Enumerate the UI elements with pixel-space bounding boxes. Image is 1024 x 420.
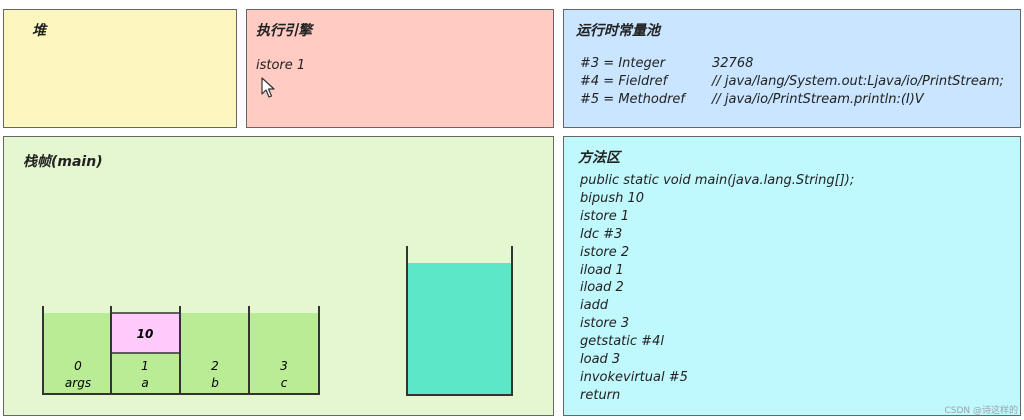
execution-engine-panel: 执行引擎 istore 1: [246, 9, 554, 128]
slot-index: 0: [74, 359, 82, 373]
mouse-pointer-icon: [261, 77, 275, 98]
bytecode-line: istore 2: [580, 244, 630, 260]
watermark: CSDN @诗这样的: [944, 406, 1018, 416]
slot-index: 1: [141, 359, 149, 373]
local-variable-table: 10 0 args 1 a 2 b 3 c: [42, 306, 320, 395]
execution-engine-title: 执行引擎: [256, 23, 312, 39]
entry-key: #3 = Integer: [580, 56, 666, 71]
operand-stack-fill: [407, 263, 512, 395]
bytecode-line: istore 1: [580, 208, 630, 224]
entry-value: // java/io/PrintStream.println:(I)V: [712, 92, 924, 107]
bytecode-line: istore 3: [580, 316, 630, 332]
slot-name: c: [281, 376, 288, 390]
current-instruction: istore 1: [256, 58, 306, 73]
bytecode-line: load 3: [580, 352, 621, 368]
heap-panel: 堆: [3, 9, 237, 128]
stack-frame-diagram: 10 0 args 1 a 2 b 3 c: [42, 246, 513, 396]
entry-value: // java/lang/System.out:Ljava/io/PrintSt…: [712, 74, 1004, 89]
slot-index: 3: [280, 359, 288, 373]
slot-name: args: [65, 376, 91, 390]
bytecode-line: getstatic #4l: [580, 334, 664, 350]
slot-name: b: [211, 376, 219, 390]
bytecode-line: iload 1: [580, 262, 624, 278]
method-area-title: 方法区: [578, 150, 620, 166]
slot-index: 2: [211, 359, 219, 373]
slot-name: a: [141, 376, 148, 390]
bytecode-line: return: [580, 387, 621, 403]
constant-pool-panel: 运行时常量池 #3 = Integer 32768 #4 = Fieldref …: [563, 9, 1021, 128]
entry-key: #4 = Fieldref: [580, 74, 668, 89]
stack-frame-title: 栈帧(main): [23, 154, 103, 170]
bytecode-line: iadd: [580, 298, 609, 314]
heap-title: 堆: [32, 23, 46, 39]
bytecode-line: ldc #3: [580, 226, 623, 242]
entry-value: 32768: [712, 56, 754, 71]
entry-key: #5 = Methodref: [580, 92, 685, 107]
bytecode-line: iload 2: [580, 280, 624, 296]
constant-pool-title: 运行时常量池: [576, 23, 660, 39]
operand-stack: [406, 246, 513, 396]
operand-stack-outline: [406, 246, 513, 396]
slot-1-value: 10: [137, 327, 154, 341]
bytecode-listing: public static void main(java.lang.String…: [580, 172, 854, 405]
stack-frame-panel: 栈帧(main) 10 0 args 1 a 2 b 3 c: [3, 136, 554, 416]
method-area-panel: 方法区 public static void main(java.lang.St…: [563, 136, 1021, 416]
bytecode-line: invokevirtual #5: [580, 369, 688, 385]
bytecode-line: bipush 10: [580, 190, 645, 206]
bytecode-line: public static void main(java.lang.String…: [580, 173, 855, 188]
